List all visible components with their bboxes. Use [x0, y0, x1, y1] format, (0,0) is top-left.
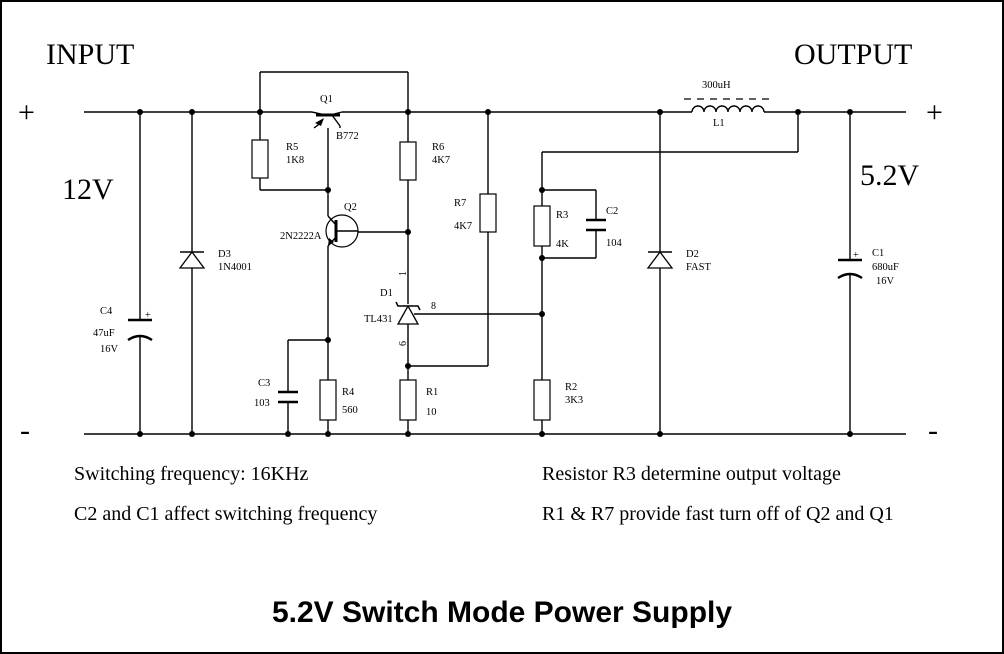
c3-ref: C3	[258, 378, 270, 389]
d1-pin8: 8	[431, 301, 436, 312]
resistor-r2	[533, 379, 551, 421]
output-label: OUTPUT	[794, 38, 912, 71]
transistor-q2	[325, 214, 359, 248]
c4-ref: C4	[100, 306, 113, 317]
r1-value: 10	[426, 407, 437, 418]
r3-ref: R3	[556, 210, 568, 221]
junction-dots	[137, 109, 853, 437]
input-label: INPUT	[46, 38, 134, 71]
r6-value: 4K7	[432, 155, 450, 166]
r2-value: 3K3	[565, 395, 583, 406]
resistor-r6	[399, 141, 417, 181]
diode-d2	[646, 250, 674, 269]
r6-ref: R6	[432, 142, 444, 153]
r7-ref: R7	[454, 198, 466, 209]
c4-rating: 16V	[100, 344, 119, 355]
note-switching-frequency: Switching frequency: 16KHz	[74, 463, 309, 485]
q2-ref: Q2	[344, 202, 357, 213]
diode-d3	[178, 250, 206, 269]
resistor-r5	[251, 139, 269, 179]
d3-value: 1N4001	[218, 262, 252, 273]
c1-ref: C1	[872, 248, 884, 259]
r4-ref: R4	[342, 387, 355, 398]
d2-value: FAST	[686, 262, 711, 273]
d1-value: TL431	[364, 314, 393, 325]
q1-value: B772	[336, 131, 359, 142]
capacitor-c2	[586, 218, 606, 232]
resistor-r4	[319, 379, 337, 421]
capacitor-c1: +	[837, 250, 863, 280]
note-c2-c1: C2 and C1 affect switching frequency	[74, 503, 377, 525]
output-voltage: 5.2V	[860, 159, 920, 192]
q1-ref: Q1	[320, 94, 333, 105]
svg-text:+: +	[145, 310, 151, 321]
tl431-d1	[395, 301, 421, 325]
r4-value: 560	[342, 405, 358, 416]
inductor-l1	[684, 98, 782, 113]
d1-pin1: 1	[398, 271, 409, 276]
c3-value: 103	[254, 398, 270, 409]
output-minus: -	[928, 414, 938, 447]
note-r3: Resistor R3 determine output voltage	[542, 463, 841, 485]
input-plus: +	[18, 96, 35, 129]
r5-value: 1K8	[286, 155, 304, 166]
d3-ref: D3	[218, 249, 231, 260]
r5-ref: R5	[286, 142, 298, 153]
l1-value: 300uH	[702, 80, 731, 91]
input-voltage: 12V	[62, 173, 114, 206]
resistor-r7	[479, 193, 497, 233]
resistor-r1	[399, 379, 417, 421]
c4-value: 47uF	[93, 328, 115, 339]
capacitor-c3	[278, 390, 298, 404]
d1-pin6: 6	[398, 341, 409, 346]
c2-value: 104	[606, 238, 623, 249]
q2-value: 2N2222A	[280, 231, 322, 242]
input-minus: -	[20, 414, 30, 447]
output-plus: +	[926, 96, 943, 129]
c1-value: 680uF	[872, 262, 899, 273]
r2-ref: R2	[565, 382, 577, 393]
note-r1-r7: R1 & R7 provide fast turn off of Q2 and …	[542, 503, 894, 525]
d1-ref: D1	[380, 288, 393, 299]
resistor-r3	[533, 205, 551, 247]
d2-ref: D2	[686, 249, 699, 260]
r3-value: 4K	[556, 239, 569, 250]
r1-ref: R1	[426, 387, 438, 398]
c1-rating: 16V	[876, 276, 895, 287]
l1-ref: L1	[713, 118, 725, 129]
wiring	[139, 71, 851, 434]
r7-value: 4K7	[454, 221, 472, 232]
transistor-q1	[311, 111, 343, 129]
svg-text:+: +	[853, 250, 859, 261]
capacitor-c4: +	[127, 310, 153, 342]
c2-ref: C2	[606, 206, 618, 217]
diagram-title: 5.2V Switch Mode Power Supply	[272, 596, 732, 629]
